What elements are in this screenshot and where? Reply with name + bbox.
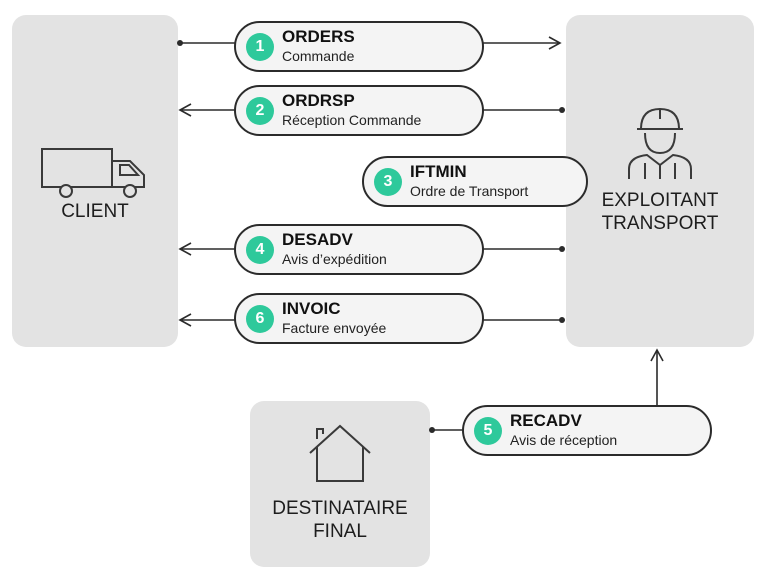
step-badge: 1 bbox=[246, 33, 274, 61]
message-code: DESADV bbox=[282, 230, 353, 249]
message-label: Commande bbox=[282, 48, 355, 64]
step-badge: 6 bbox=[246, 305, 274, 333]
transport-label: EXPLOITANT TRANSPORT bbox=[601, 190, 719, 234]
message-ordrsp: 2 ORDRSP Réception Commande bbox=[234, 85, 484, 136]
message-label: Avis de réception bbox=[510, 432, 618, 448]
house-icon bbox=[309, 424, 371, 482]
step-badge: 4 bbox=[246, 236, 274, 264]
message-label: Facture envoyée bbox=[282, 320, 387, 336]
message-code: INVOIC bbox=[282, 299, 341, 318]
worker-hardhat-icon bbox=[628, 107, 692, 179]
message-desadv: 4 DESADV Avis d’expédition bbox=[234, 224, 484, 275]
message-code: RECADV bbox=[510, 411, 582, 430]
destinataire-box: DESTINATAIRE FINAL bbox=[250, 401, 430, 567]
transport-box: EXPLOITANT TRANSPORT bbox=[566, 15, 754, 347]
truck-icon bbox=[41, 148, 145, 198]
message-recadv: 5 RECADV Avis de réception bbox=[462, 405, 712, 456]
message-code: IFTMIN bbox=[410, 162, 467, 181]
message-code: ORDERS bbox=[282, 27, 355, 46]
destinataire-label: DESTINATAIRE FINAL bbox=[272, 498, 408, 542]
client-label: CLIENT bbox=[61, 201, 129, 222]
message-code: ORDRSP bbox=[282, 91, 355, 110]
message-label: Avis d’expédition bbox=[282, 251, 387, 267]
message-orders: 1 ORDERS Commande bbox=[234, 21, 484, 72]
client-box: CLIENT bbox=[12, 15, 178, 347]
message-iftmin: 3 IFTMIN Ordre de Transport bbox=[362, 156, 588, 207]
step-badge: 5 bbox=[474, 417, 502, 445]
message-invoic: 6 INVOIC Facture envoyée bbox=[234, 293, 484, 344]
step-badge: 3 bbox=[374, 168, 402, 196]
message-label: Réception Commande bbox=[282, 112, 422, 128]
message-label: Ordre de Transport bbox=[410, 183, 529, 199]
step-badge: 2 bbox=[246, 97, 274, 125]
